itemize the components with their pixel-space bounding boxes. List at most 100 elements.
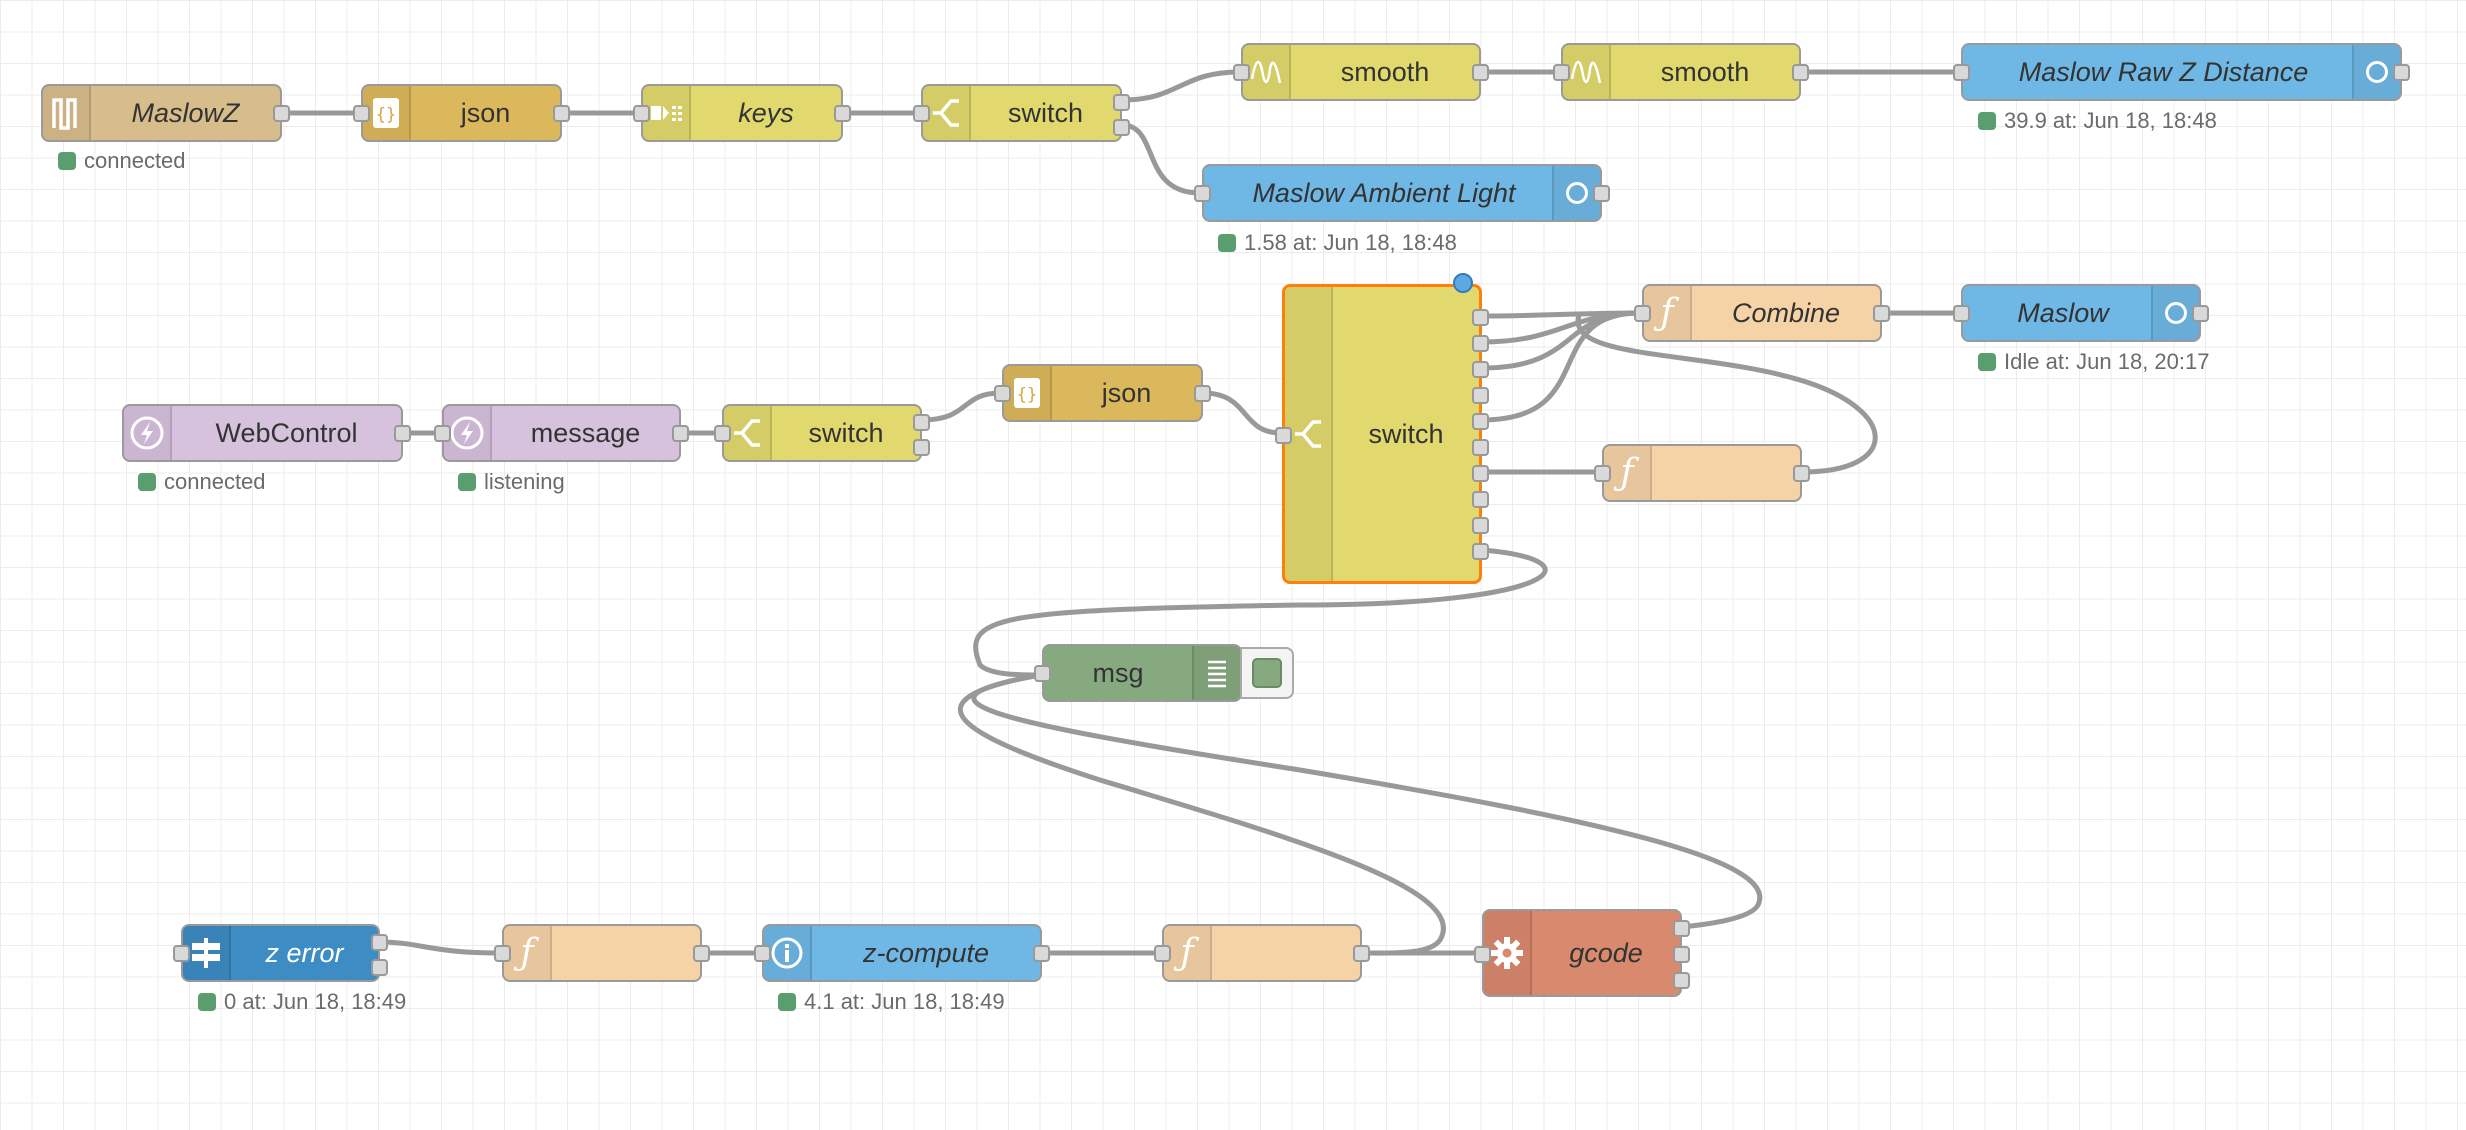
input-port[interactable] bbox=[173, 945, 190, 962]
output-port[interactable] bbox=[273, 105, 290, 122]
node-link[interactable]: z error bbox=[173, 924, 388, 982]
node-function[interactable]: ƒ bbox=[1154, 924, 1370, 982]
output-port[interactable] bbox=[1472, 517, 1489, 534]
node-switch[interactable]: switch bbox=[714, 404, 930, 462]
smooth-wave-icon bbox=[1243, 45, 1291, 99]
input-port[interactable] bbox=[913, 105, 930, 122]
wire bbox=[958, 672, 1446, 956]
input-port[interactable] bbox=[1154, 945, 1171, 962]
output-port[interactable] bbox=[1113, 94, 1130, 111]
node-smooth[interactable]: smooth bbox=[1233, 43, 1489, 101]
smooth-wave-icon bbox=[1563, 45, 1611, 99]
node-function[interactable]: ƒ bbox=[1594, 444, 1810, 502]
changed-indicator bbox=[1453, 273, 1473, 293]
input-port[interactable] bbox=[1275, 427, 1292, 444]
output-port[interactable] bbox=[1113, 119, 1130, 136]
output-port[interactable] bbox=[2393, 64, 2410, 81]
output-port[interactable] bbox=[1472, 309, 1489, 326]
switch-icon bbox=[724, 406, 772, 460]
node-json[interactable]: {} json bbox=[994, 364, 1211, 422]
node-label: json bbox=[1101, 377, 1152, 408]
output-port[interactable] bbox=[693, 945, 710, 962]
input-port[interactable] bbox=[1953, 64, 1970, 81]
node-ui-text[interactable]: Maslow bbox=[1953, 284, 2209, 342]
input-port[interactable] bbox=[434, 425, 451, 442]
input-port[interactable] bbox=[1474, 946, 1491, 963]
input-port[interactable] bbox=[1634, 305, 1651, 322]
input-port[interactable] bbox=[1953, 305, 1970, 322]
output-port[interactable] bbox=[1472, 439, 1489, 456]
status-dot bbox=[1978, 112, 1996, 130]
websocket-icon bbox=[124, 406, 172, 460]
output-port[interactable] bbox=[913, 439, 930, 456]
output-port[interactable] bbox=[1673, 920, 1690, 937]
input-port[interactable] bbox=[714, 425, 731, 442]
input-port[interactable] bbox=[1594, 465, 1611, 482]
input-port[interactable] bbox=[1034, 665, 1051, 682]
output-port[interactable] bbox=[394, 425, 411, 442]
output-port[interactable] bbox=[1353, 945, 1370, 962]
output-port[interactable] bbox=[913, 414, 930, 431]
node-gcode[interactable]: gcode bbox=[1474, 909, 1690, 997]
input-port[interactable] bbox=[1553, 64, 1570, 81]
node-maslowz[interactable]: MaslowZ bbox=[41, 84, 290, 142]
output-port[interactable] bbox=[1593, 185, 1610, 202]
wire bbox=[379, 939, 501, 956]
output-port[interactable] bbox=[1472, 387, 1489, 404]
output-port[interactable] bbox=[1873, 305, 1890, 322]
input-port[interactable] bbox=[1194, 185, 1211, 202]
output-port[interactable] bbox=[834, 105, 851, 122]
node-switch-selected[interactable]: switch bbox=[1275, 273, 1489, 584]
input-port[interactable] bbox=[633, 105, 650, 122]
node-json[interactable]: {} json bbox=[353, 84, 570, 142]
node-debug[interactable]: msg bbox=[1034, 644, 1242, 702]
node-ui-text[interactable]: Maslow Ambient Light bbox=[1194, 164, 1610, 222]
node-switch[interactable]: switch bbox=[913, 84, 1130, 142]
input-port[interactable] bbox=[353, 105, 370, 122]
output-port[interactable] bbox=[1673, 946, 1690, 963]
node-smooth[interactable]: smooth bbox=[1553, 43, 1809, 101]
output-port[interactable] bbox=[1033, 945, 1050, 962]
output-port[interactable] bbox=[2192, 305, 2209, 322]
input-port[interactable] bbox=[1233, 64, 1250, 81]
output-port[interactable] bbox=[371, 959, 388, 976]
wire bbox=[1121, 69, 1241, 103]
node-function[interactable]: ƒ bbox=[494, 924, 710, 982]
wire bbox=[1481, 310, 1641, 371]
input-port[interactable] bbox=[494, 945, 511, 962]
status-text: 39.9 at: Jun 18, 18:48 bbox=[2004, 108, 2217, 133]
output-port[interactable] bbox=[1472, 543, 1489, 560]
debug-toggle-button[interactable] bbox=[1240, 647, 1294, 699]
node-keys[interactable]: keys bbox=[633, 84, 851, 142]
output-port[interactable] bbox=[1673, 972, 1690, 989]
node-ui-text[interactable]: Maslow Raw Z Distance bbox=[1953, 43, 2410, 101]
output-port[interactable] bbox=[1472, 491, 1489, 508]
gauge-icon bbox=[1552, 166, 1600, 220]
status-dot bbox=[1218, 234, 1236, 252]
output-port[interactable] bbox=[1194, 385, 1211, 402]
node-status: 39.9 at: Jun 18, 18:48 bbox=[1978, 108, 2217, 134]
node-websocket[interactable]: WebControl bbox=[122, 404, 411, 462]
output-port[interactable] bbox=[1472, 335, 1489, 352]
input-port[interactable] bbox=[994, 385, 1011, 402]
output-port[interactable] bbox=[1472, 465, 1489, 482]
output-port[interactable] bbox=[1792, 64, 1809, 81]
output-port[interactable] bbox=[672, 425, 689, 442]
status-dot bbox=[58, 152, 76, 170]
wire bbox=[1481, 310, 1641, 319]
node-ui-text[interactable]: z-compute bbox=[754, 924, 1050, 982]
output-port[interactable] bbox=[1472, 361, 1489, 378]
node-websocket[interactable]: message bbox=[434, 404, 689, 462]
output-port[interactable] bbox=[553, 105, 570, 122]
status-dot bbox=[1978, 353, 1996, 371]
node-function[interactable]: ƒ Combine bbox=[1634, 284, 1890, 342]
output-port[interactable] bbox=[1472, 413, 1489, 430]
node-label: MaslowZ bbox=[131, 97, 240, 128]
output-port[interactable] bbox=[1472, 64, 1489, 81]
node-label: Combine bbox=[1731, 297, 1841, 328]
output-port[interactable] bbox=[1793, 465, 1810, 482]
output-port[interactable] bbox=[371, 934, 388, 951]
input-port[interactable] bbox=[754, 945, 771, 962]
node-label: msg bbox=[1092, 657, 1144, 688]
